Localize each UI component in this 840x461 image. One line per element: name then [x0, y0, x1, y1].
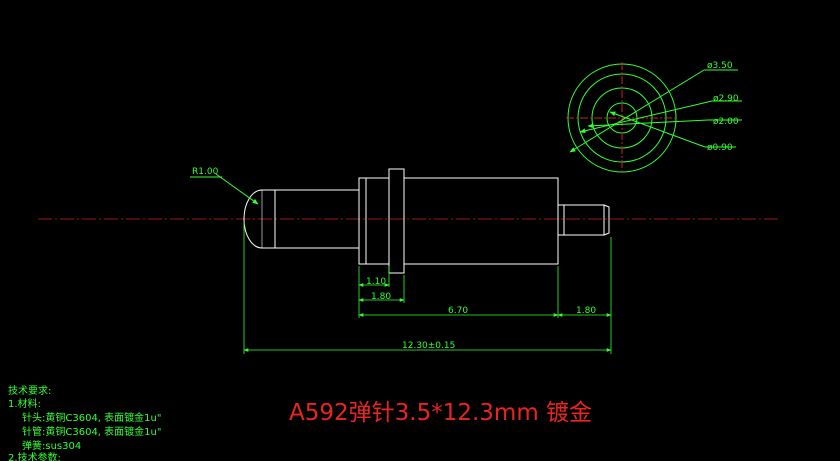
tail-end	[603, 204, 610, 236]
extension-lines	[243, 222, 612, 354]
dia-3-label: ø2.00	[713, 117, 739, 127]
drawing-title: A592弹针3.5*12.3mm 镀金	[289, 400, 592, 426]
tech-item-1: 1.材料:	[8, 397, 41, 410]
flange	[388, 168, 405, 274]
tech-spring: 弹簧:sus304	[22, 439, 81, 452]
tech-item-2: 2.技术参数:	[8, 451, 61, 461]
dim-tail-label: 1.80	[576, 306, 596, 316]
radius-label: R1.00	[192, 167, 219, 177]
radius-callout	[190, 173, 259, 205]
pin-end-view	[566, 62, 742, 174]
barrel	[403, 177, 559, 265]
dim-flange-label: 1.10	[366, 277, 386, 287]
tech-needle-tube: 针管:黄铜C3604, 表面镀金1u"	[22, 425, 161, 438]
tail-step	[557, 204, 605, 236]
collar	[358, 177, 390, 265]
dia-inner-label: ø0.90	[707, 143, 733, 153]
linear-dimensions	[243, 283, 612, 352]
pin-side-view	[243, 168, 610, 274]
pin-tip	[243, 189, 275, 249]
tech-notes: 技术要求: 1.材料: 针头:黄铜C3604, 表面镀金1u" 针管:黄铜C36…	[8, 384, 161, 461]
dia-outer-label: ø3.50	[707, 61, 733, 71]
tech-needle-head: 针头:黄铜C3604, 表面镀金1u"	[22, 411, 161, 424]
dim-body-label: 6.70	[448, 306, 468, 316]
dia-2-label: ø2.90	[713, 94, 739, 104]
dim-shoulder-label: 1.80	[371, 292, 391, 302]
tech-heading: 技术要求:	[8, 384, 51, 397]
dim-total-label: 12.30±0.15	[402, 341, 455, 351]
